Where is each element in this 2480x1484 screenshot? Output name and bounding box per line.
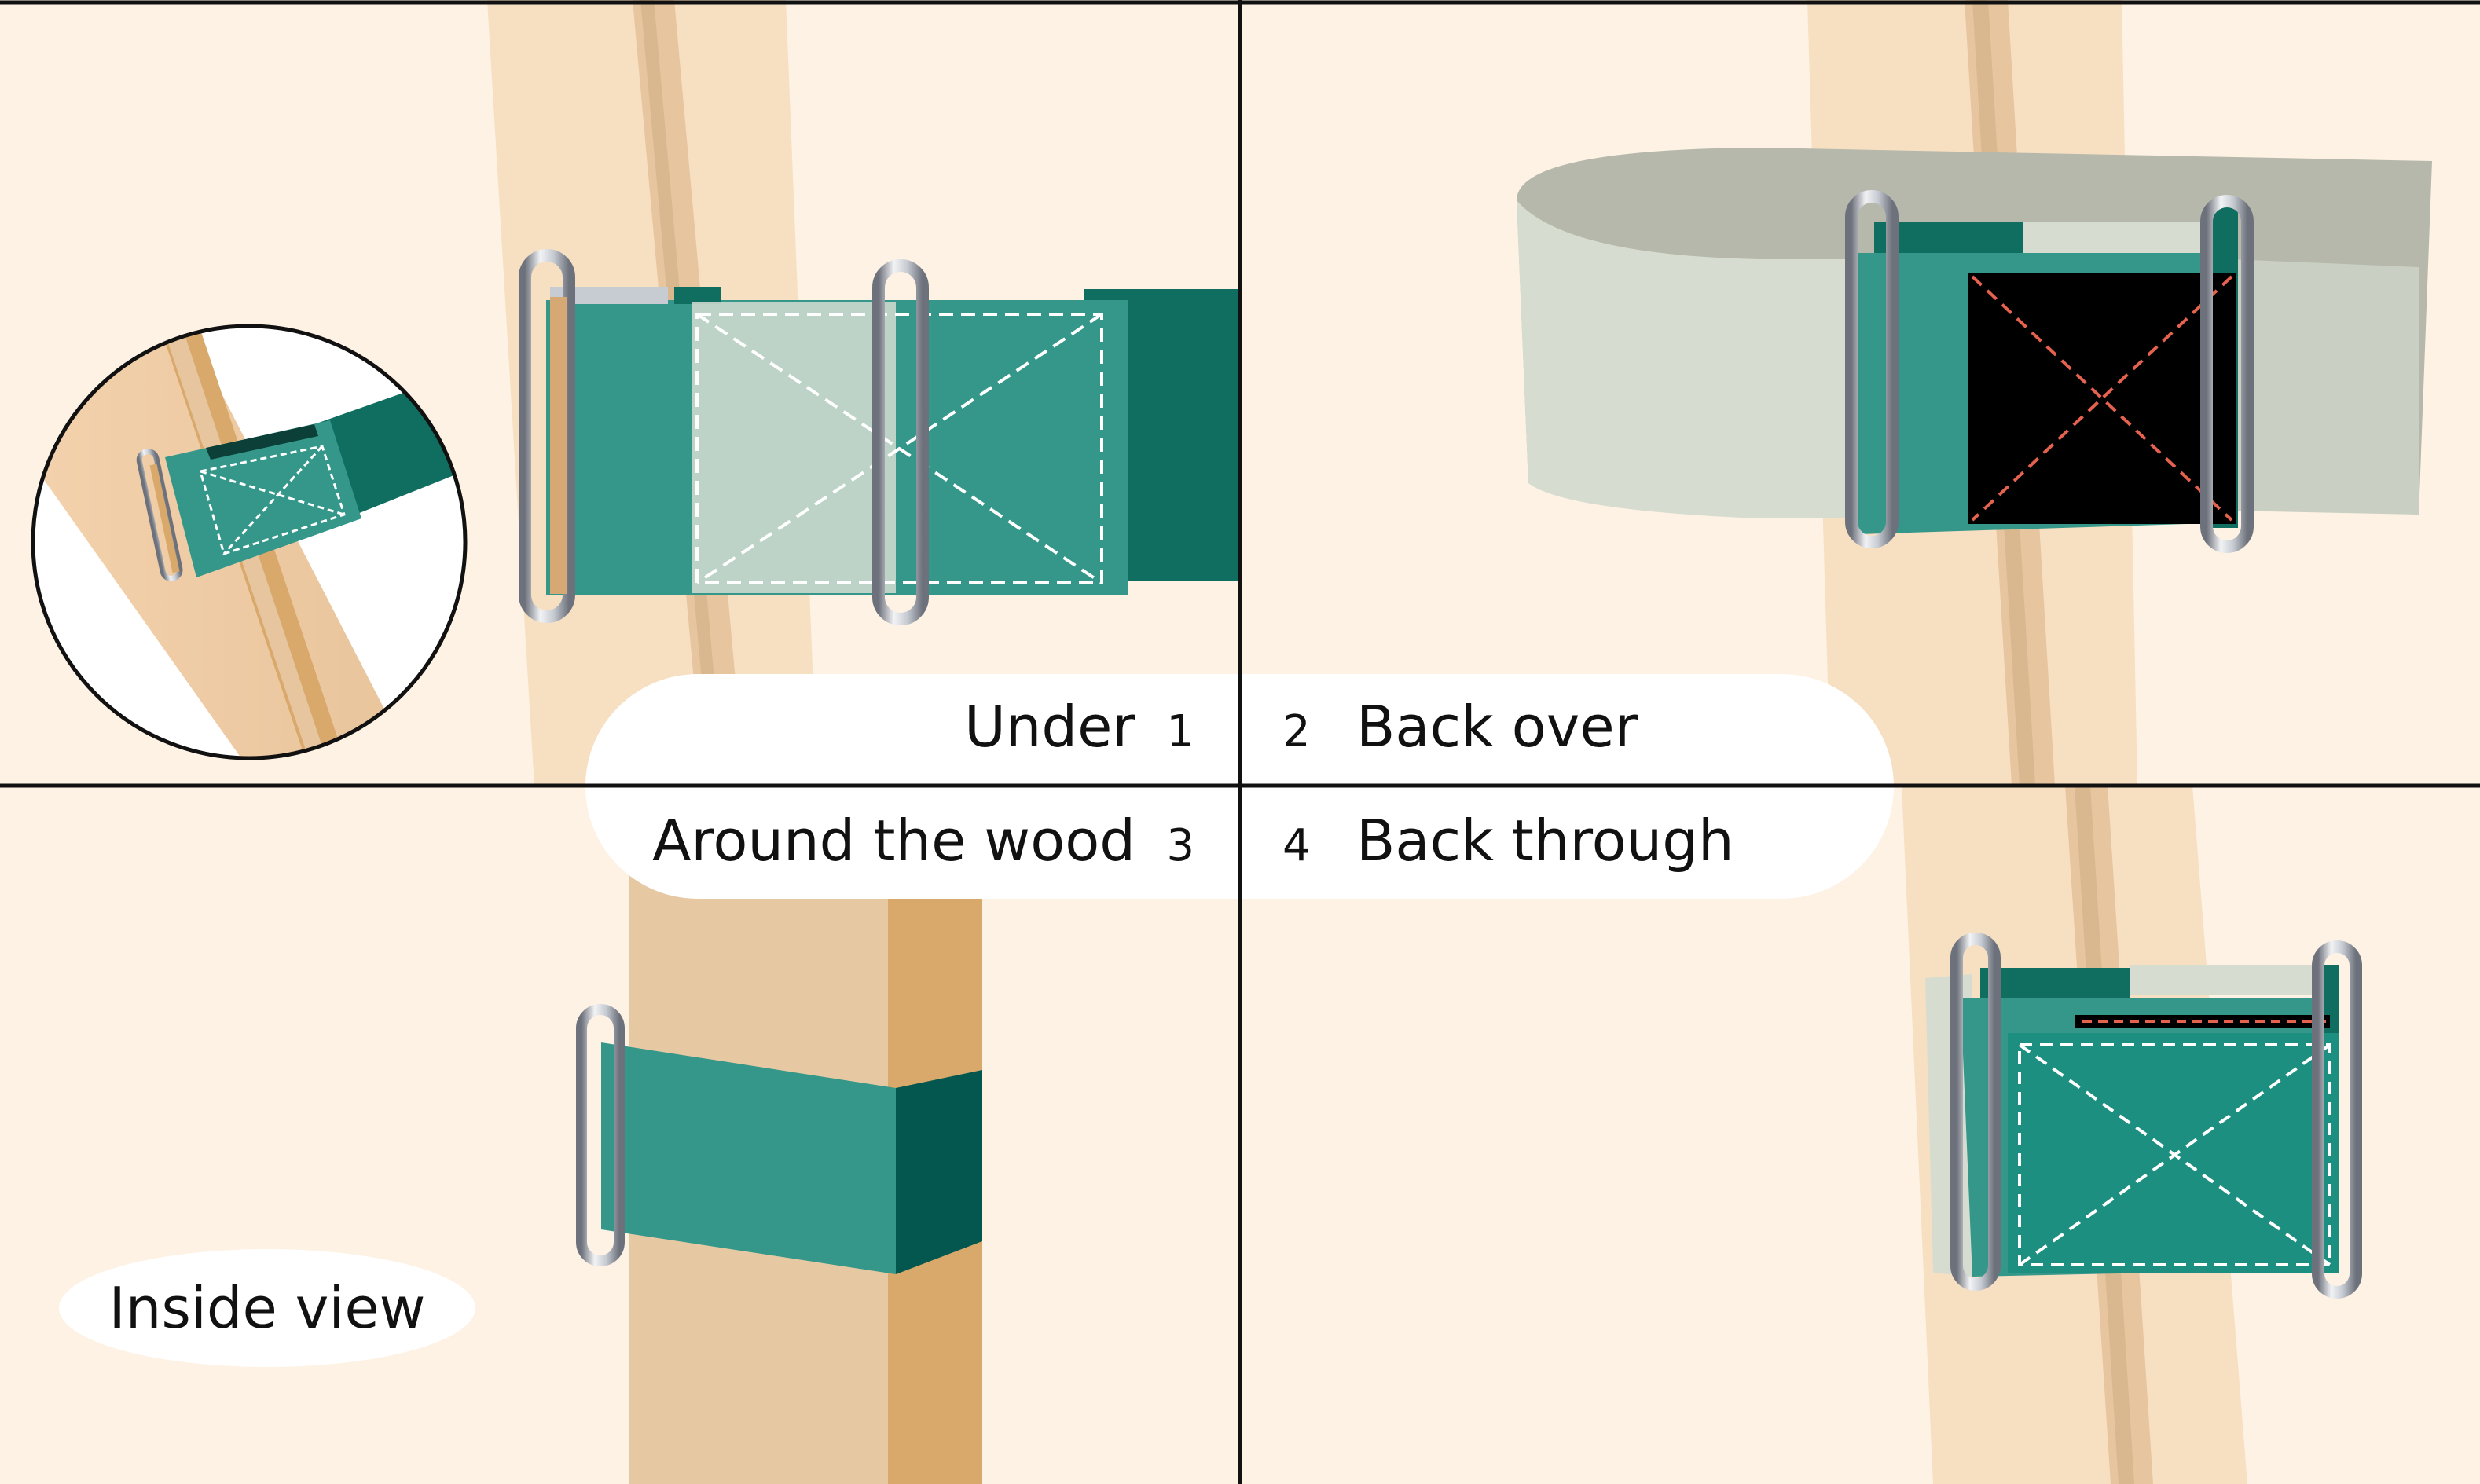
buckle-right (2312, 940, 2362, 1299)
hook-peek (2075, 1015, 2330, 1028)
step-1-number: 1 (1166, 706, 1194, 757)
panel-step-2 (1517, 0, 2432, 786)
stitch-cross (695, 313, 1103, 584)
strap-top-fold (2023, 222, 2220, 253)
panel-step-4 (1902, 786, 2362, 1484)
inset-view (31, 324, 468, 760)
stitch-cross (1971, 275, 2233, 522)
step-2-label: Back over (1356, 694, 1638, 760)
stitch-box (695, 313, 1103, 584)
strap-band-right (2232, 259, 2419, 515)
strap-top-fold (550, 287, 668, 304)
step-1-label: Under (964, 694, 1135, 760)
buckle-right (2200, 195, 2254, 553)
strap-top-fold-dark (1980, 968, 2130, 1003)
strap-top-fold (2130, 965, 2334, 995)
inset-label-bubble (59, 1249, 475, 1367)
panel-step-1 (31, 0, 1238, 786)
hook-pad (1968, 273, 2236, 524)
step-4-label: Back through (1356, 808, 1734, 874)
inset-border (31, 324, 468, 760)
inset-label: Inside view (108, 1275, 425, 1341)
buckle (576, 1004, 625, 1266)
stitch-cross (2018, 1043, 2331, 1266)
hook-pad (692, 302, 896, 593)
buckle-left (1845, 190, 1899, 548)
buckle-left (1950, 933, 2001, 1291)
buckle-left (519, 249, 575, 623)
buckle-bar (550, 297, 567, 594)
step-4-number: 4 (1282, 820, 1311, 871)
strap-wrap-front (601, 1042, 896, 1274)
step-3-label: Around the wood (652, 808, 1135, 874)
stitch-box (2018, 1043, 2331, 1266)
stitch-cross (1971, 275, 2233, 522)
buckle-right (872, 259, 929, 625)
step-3-number: 3 (1166, 820, 1194, 871)
panel-step-3: Inside view (59, 786, 982, 1484)
step-labels: Under 1 2 Back over Around the wood 3 4 … (585, 674, 1894, 899)
strap-wrap-side (896, 1070, 982, 1274)
step-2-number: 2 (1282, 706, 1311, 757)
strap-top-fold-dark (674, 287, 721, 304)
